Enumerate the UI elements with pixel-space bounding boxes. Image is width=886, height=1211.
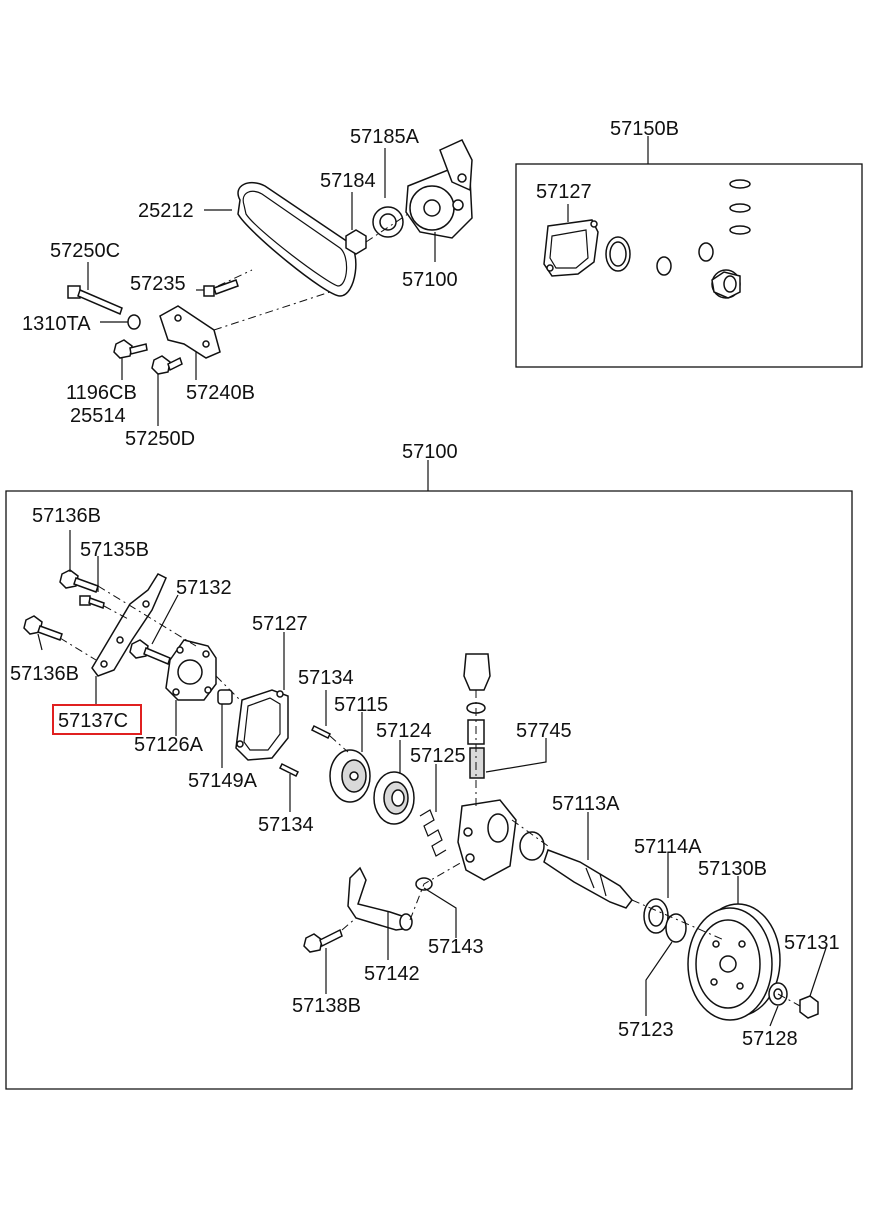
label-57100-main: 57100 xyxy=(402,441,458,463)
label-1310TA: 1310TA xyxy=(22,313,91,335)
label-57114A: 57114A xyxy=(634,836,702,858)
label-57124: 57124 xyxy=(376,720,432,742)
highlight-box-57137C xyxy=(52,704,142,735)
gasket-57127 xyxy=(235,689,289,761)
nut-57184 xyxy=(345,229,367,255)
bolt-57136B-b xyxy=(23,615,63,641)
top-assembly xyxy=(67,139,473,426)
bushing-57149A xyxy=(217,689,233,705)
label-57137C: 57137C xyxy=(58,710,128,732)
bolt-57136B-a xyxy=(59,569,99,593)
label-57136B-a: 57136B xyxy=(32,505,101,527)
pin-57134-a xyxy=(310,724,332,740)
seal-kit-box xyxy=(515,136,863,368)
drive-belt xyxy=(237,181,357,297)
gear-57184 xyxy=(372,206,404,238)
label-57142: 57142 xyxy=(364,963,420,985)
label-57127: 57127 xyxy=(252,613,308,635)
label-57115: 57115 xyxy=(334,694,388,716)
bracket-57137C xyxy=(91,573,167,677)
label-57134-a: 57134 xyxy=(298,667,354,689)
label-57134-b: 57134 xyxy=(258,814,314,836)
label-57250C: 57250C xyxy=(50,240,120,262)
label-57132: 57132 xyxy=(176,577,232,599)
label-kit-57127: 57127 xyxy=(536,181,592,203)
label-25514: 25514 xyxy=(70,405,126,427)
label-57184: 57184 xyxy=(320,170,376,192)
spring-57125 xyxy=(419,809,447,857)
label-57128: 57128 xyxy=(742,1028,798,1050)
seal-57114A xyxy=(643,898,669,934)
label-57138B: 57138B xyxy=(292,995,361,1017)
pin-57134-b xyxy=(278,762,300,778)
label-57100-top: 57100 xyxy=(402,269,458,291)
shaft-57113A xyxy=(543,849,633,909)
bolt-57250D xyxy=(151,355,183,375)
main-parts xyxy=(23,530,827,1027)
ring-57124 xyxy=(373,771,415,825)
bracket-57240B xyxy=(159,305,221,359)
label-57235: 57235 xyxy=(130,273,186,295)
bolt-57132 xyxy=(129,639,171,666)
label-1196CB: 1196CB xyxy=(66,382,137,404)
label-57123: 57123 xyxy=(618,1019,674,1041)
label-57240B: 57240B xyxy=(186,382,255,404)
label-57250D: 57250D xyxy=(125,428,195,450)
label-57125: 57125 xyxy=(410,745,466,767)
bracket-57142 xyxy=(347,866,413,931)
label-25212: 25212 xyxy=(138,200,194,222)
bolt-1196CB xyxy=(113,339,148,359)
bolt-57250C xyxy=(67,285,123,316)
label-57149A: 57149A xyxy=(188,770,258,792)
pump-top xyxy=(405,139,473,239)
label-57745: 57745 xyxy=(516,720,572,742)
label-57130B: 57130B xyxy=(698,858,767,880)
cover-57126A xyxy=(165,639,217,701)
fitting-57745 xyxy=(463,653,491,779)
label-57131: 57131 xyxy=(784,932,840,954)
rotor-57115 xyxy=(329,749,371,803)
nut-57131 xyxy=(799,995,819,1019)
label-57136B-b: 57136B xyxy=(10,663,79,685)
main-assembly-box xyxy=(5,460,853,1090)
pump-body xyxy=(457,799,517,881)
oring-57123 xyxy=(665,913,687,943)
label-57113A: 57113A xyxy=(552,793,620,815)
label-57126A: 57126A xyxy=(134,734,204,756)
label-57150B: 57150B xyxy=(610,118,679,140)
bolt-57138B xyxy=(303,928,343,953)
label-57185A: 57185A xyxy=(350,126,420,148)
label-57143: 57143 xyxy=(428,936,484,958)
bolt-57135B xyxy=(79,595,105,609)
pulley-57130B xyxy=(687,903,781,1021)
nut-1310TA xyxy=(127,314,141,330)
label-57135B: 57135B xyxy=(80,539,149,561)
bolt-57235 xyxy=(203,279,239,297)
